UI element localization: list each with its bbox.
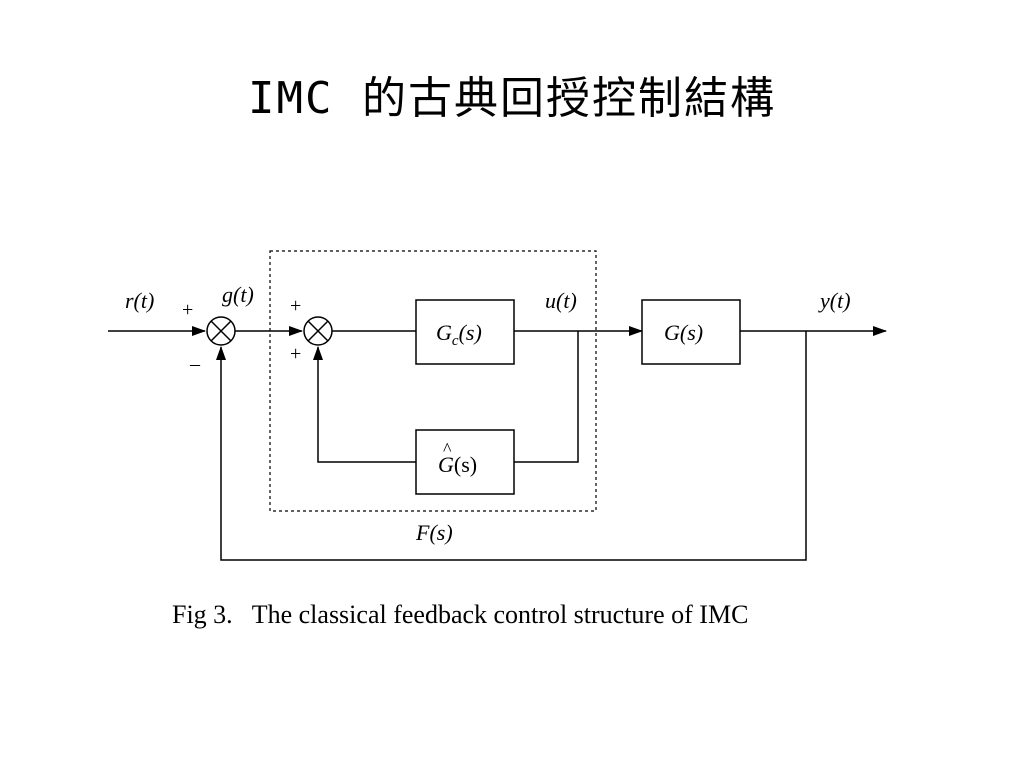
model-hat-mark: ^ xyxy=(443,439,452,459)
inner-plus-bottom-sign: + xyxy=(290,343,301,365)
model-feedback-path xyxy=(514,331,579,463)
signal-y-label: y(t) xyxy=(818,288,851,313)
signal-u-label: u(t) xyxy=(545,288,577,313)
signal-g-label: g(t) xyxy=(222,282,254,307)
model-output-path xyxy=(313,346,416,463)
plant-label: G(s) xyxy=(664,320,703,345)
plant-block xyxy=(641,299,741,365)
inner-plus-top-sign: + xyxy=(290,295,301,317)
inner-box-label: F(s) xyxy=(415,520,453,545)
inner-loop-dashed-box xyxy=(269,250,597,512)
controller-block xyxy=(415,299,515,365)
figure-caption: Fig 3. The classical feedback control st… xyxy=(172,600,749,629)
model-label: G(s) xyxy=(438,452,477,477)
outer-minus-sign: – xyxy=(189,353,201,375)
signal-r-label: r(t) xyxy=(125,288,154,313)
inner-summing-junction xyxy=(303,316,333,346)
outer-plus-sign: + xyxy=(182,299,193,321)
controller-label: Gc(s) xyxy=(436,320,482,349)
slide-title: IMC 的古典回授控制結構 xyxy=(248,73,776,124)
outer-feedback-path xyxy=(216,331,807,561)
outer-summing-junction xyxy=(206,316,236,346)
